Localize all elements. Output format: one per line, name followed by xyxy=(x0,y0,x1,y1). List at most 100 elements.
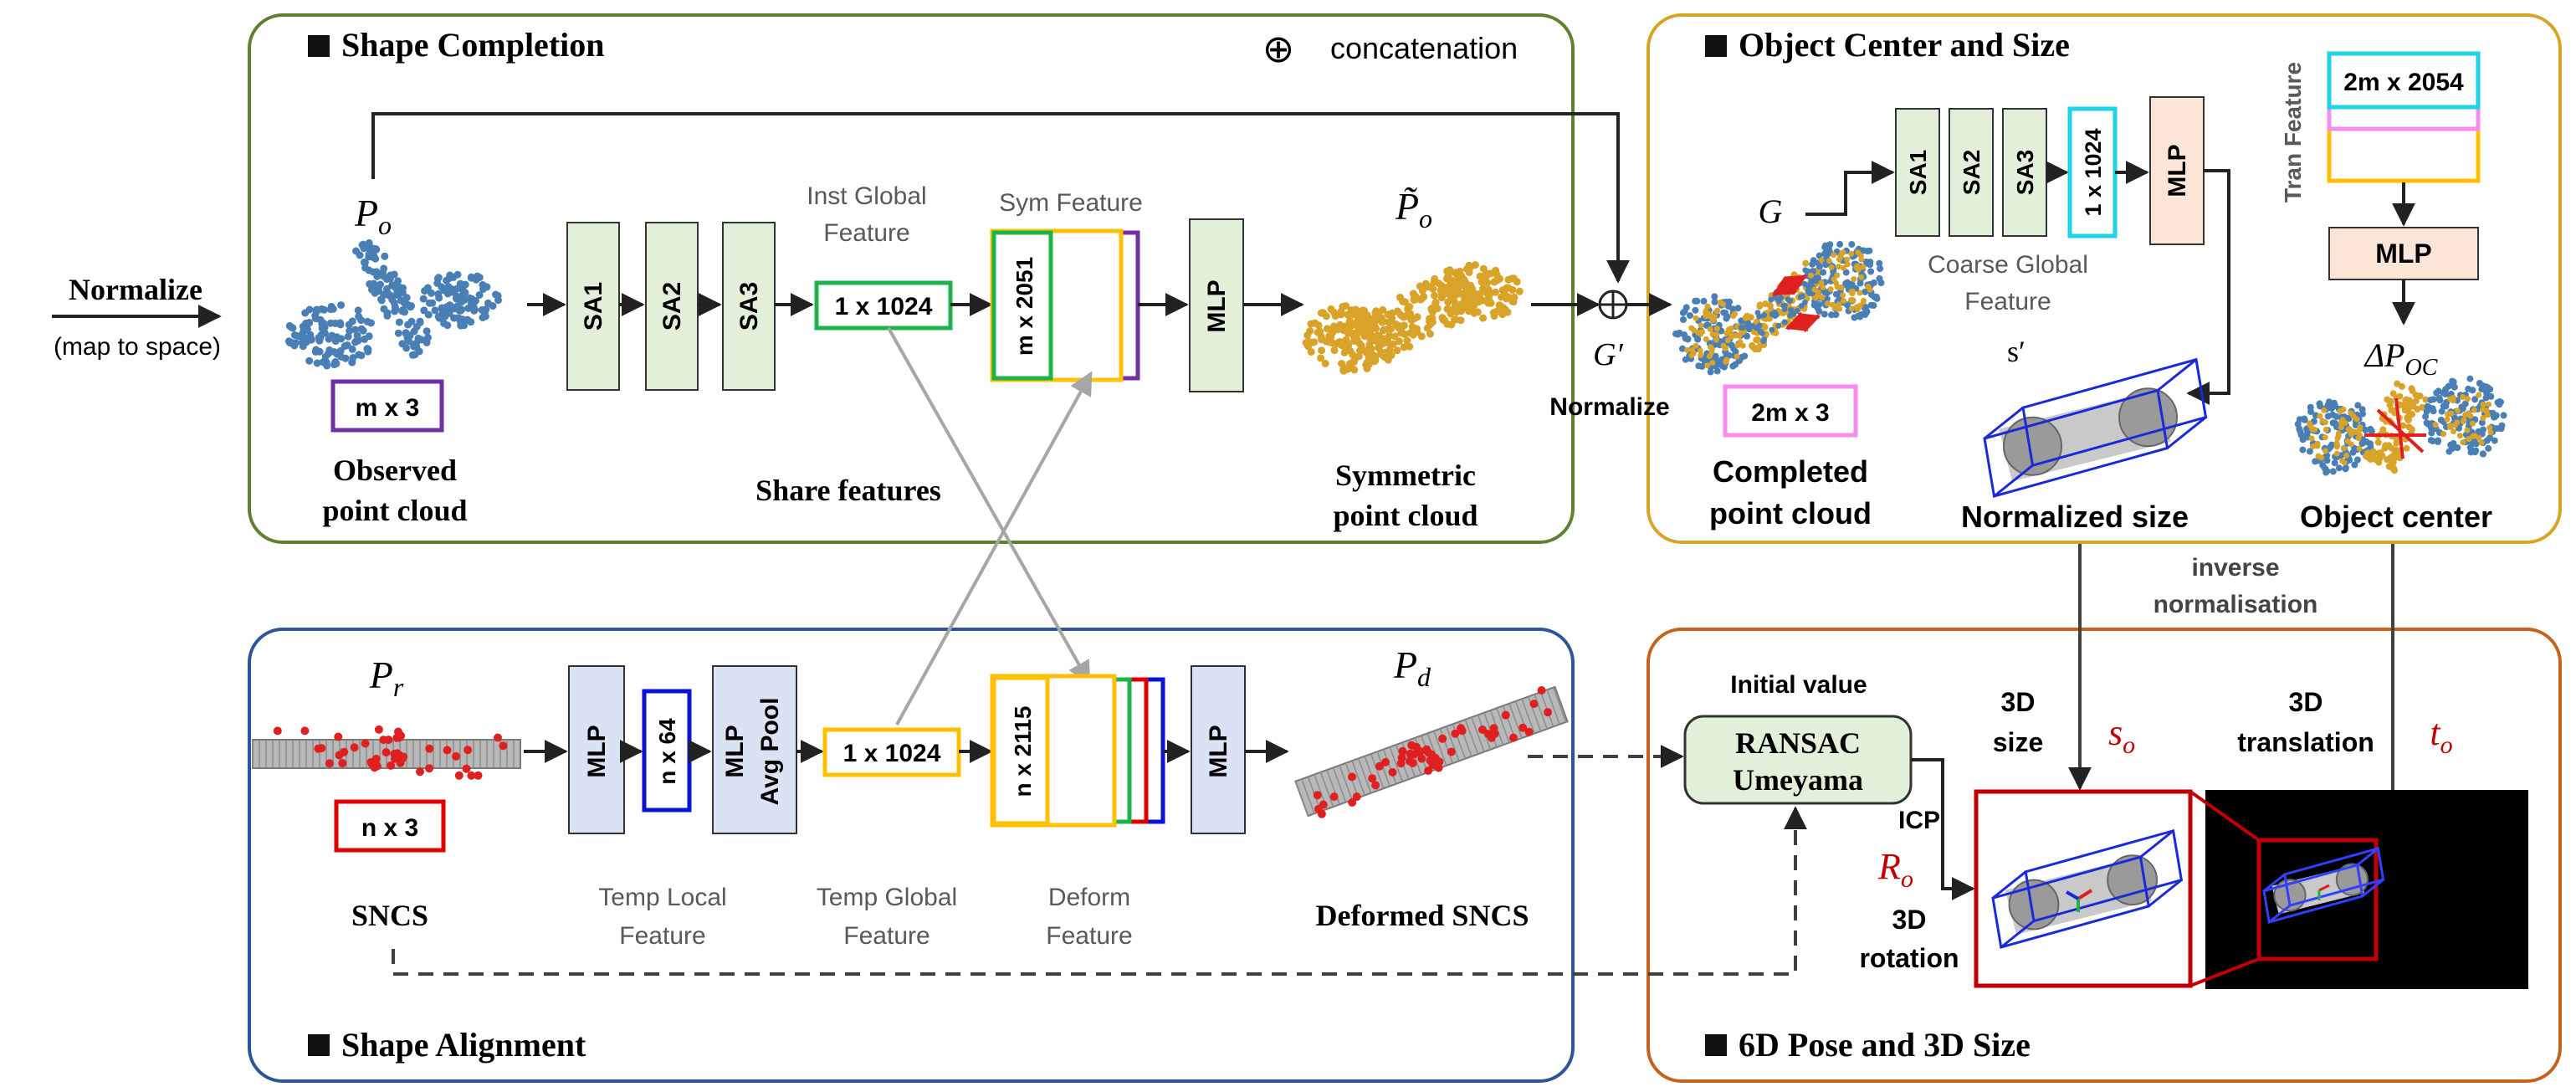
translation-3d-label-2: translation xyxy=(2237,727,2374,757)
initial-value-label: Initial value xyxy=(1730,671,1867,699)
arrow-mlp-size xyxy=(2186,169,2230,405)
svg-text:MLP: MLP xyxy=(721,725,749,777)
observed-label: Observed xyxy=(333,454,457,487)
alignment-mlp1: MLP xyxy=(568,665,625,834)
arrow-g-sa1 xyxy=(1805,161,1895,216)
svg-text:SA2: SA2 xyxy=(658,282,686,331)
svg-text:MLP: MLP xyxy=(583,725,611,777)
ransac-label: RANSAC xyxy=(1735,726,1861,760)
deformed-sncs-cloud xyxy=(1294,685,1569,818)
inst-dim-label: 1 x 1024 xyxy=(835,293,933,320)
object-center-panel xyxy=(1646,13,2562,544)
completion-sa2: SA2 xyxy=(645,222,699,391)
sym-feature-label: Sym Feature xyxy=(999,189,1143,217)
nx64-label: n x 64 xyxy=(654,718,680,785)
deformed-sncs-label: Deformed SNCS xyxy=(1316,899,1529,932)
skip-connection-arrow xyxy=(371,112,1630,284)
object-center-label: Object center xyxy=(2300,500,2492,534)
svg-text:SA2: SA2 xyxy=(1959,150,1984,195)
translation-3d-label: 3D xyxy=(2289,687,2323,717)
observed-label-2: point cloud xyxy=(322,494,467,527)
share-arrow-up xyxy=(895,371,1093,725)
temp-local-label: Temp Local xyxy=(598,884,726,911)
deform-white-box xyxy=(991,675,1050,826)
dashed-arrow-sncs-ransac xyxy=(392,806,1807,976)
delta-poc-label: ΔPOC xyxy=(2363,336,2438,381)
concatenation-legend: ⊕ concatenation xyxy=(1262,27,1518,70)
g-label: G xyxy=(1759,192,1783,230)
sncs-label: SNCS xyxy=(351,899,428,932)
share-arrow-down xyxy=(887,327,1091,685)
mx3-box xyxy=(330,379,444,433)
pose-size-panel xyxy=(1646,628,2562,1083)
center-sa1: SA1 xyxy=(1895,108,1940,237)
s-prime-label: s′ xyxy=(2007,335,2025,368)
sncs-point-cloud xyxy=(252,725,521,780)
deform-feature-label-2: Feature xyxy=(1046,922,1132,950)
tran-mlp: MLP xyxy=(2328,227,2479,280)
to-label: to xyxy=(2430,712,2452,759)
shape-alignment-panel xyxy=(248,628,1575,1083)
object-center-cloud xyxy=(2294,375,2507,476)
svg-text:SA3: SA3 xyxy=(735,282,763,331)
so-label: so xyxy=(2108,712,2135,759)
svg-text:Shape Alignment: Shape Alignment xyxy=(341,1026,586,1064)
svg-text:6D Pose and 3D Size: 6D Pose and 3D Size xyxy=(1739,1026,2031,1064)
svg-text:MLP: MLP xyxy=(1205,725,1232,777)
two-m-label: 2m x 3 xyxy=(1751,399,1829,427)
symmetric-point-cloud xyxy=(1302,261,1524,375)
sym-green-box xyxy=(991,230,1053,381)
center-sa3: SA3 xyxy=(2002,108,2047,237)
tran-pink-box xyxy=(2327,105,2481,131)
g-prime-label: G′ xyxy=(1593,337,1623,372)
deform-feature-label: Deform xyxy=(1048,884,1130,911)
completion-sa1: SA1 xyxy=(566,222,620,391)
alignment-mlp2: MLP xyxy=(1191,665,1246,834)
mx3-label: m x 3 xyxy=(356,394,420,422)
nx3-box xyxy=(334,799,446,853)
normalize-title: Normalize xyxy=(69,273,202,306)
concat-text: concatenation xyxy=(1330,31,1518,65)
symmetric-label: Symmetric xyxy=(1335,459,1476,492)
normalized-size-box-3d xyxy=(1983,357,2208,498)
svg-text:MLP: MLP xyxy=(1203,279,1231,332)
po-label: Po xyxy=(354,192,392,240)
normalized-size-label: Normalized size xyxy=(1961,500,2189,534)
completed-point-cloud xyxy=(1672,240,1885,376)
tran-feature-label: Tran Feature xyxy=(2280,62,2306,203)
svg-text:SA1: SA1 xyxy=(1905,150,1931,195)
tran-dim-label: 2m x 2054 xyxy=(2343,69,2464,96)
arrow-ransac-rotation xyxy=(1911,758,1975,900)
svg-text:MLP: MLP xyxy=(2164,144,2191,197)
share-features-label: Share features xyxy=(755,474,941,507)
nx3-label: n x 3 xyxy=(361,814,418,842)
shape-alignment-title: Shape Alignment xyxy=(308,1026,586,1064)
pd-label: Pd xyxy=(1393,643,1431,692)
svg-text:MLP: MLP xyxy=(2375,238,2432,269)
inverse-label: inverse xyxy=(2191,554,2279,582)
deform-dim-label: n x 2115 xyxy=(1010,706,1036,797)
svg-text:Avg Pool: Avg Pool xyxy=(756,698,784,806)
nx64-box xyxy=(642,689,692,813)
svg-text:SA1: SA1 xyxy=(580,282,607,331)
inverse-label-2: normalisation xyxy=(2153,591,2318,618)
size-3d-label: 3D xyxy=(2001,687,2036,717)
rotation-label-2: rotation xyxy=(1859,943,1959,973)
inst-global-label-2: Feature xyxy=(823,219,909,247)
svg-text:Shape Completion: Shape Completion xyxy=(341,26,605,64)
black-scene-image xyxy=(2189,790,2528,989)
object-center-title: Object Center and Size xyxy=(1705,26,2070,64)
shape-completion-title: Shape Completion xyxy=(308,26,605,64)
po-tilde-label: P̃o xyxy=(1395,185,1432,233)
shape-completion-panel xyxy=(248,13,1575,544)
svg-text:SA3: SA3 xyxy=(2012,150,2038,195)
temp-global-label-2: Feature xyxy=(843,922,930,950)
completion-mlp: MLP xyxy=(1189,218,1244,392)
observed-point-cloud xyxy=(284,238,502,370)
center-mlp: MLP xyxy=(2149,96,2205,245)
ro-label: Ro xyxy=(1877,846,1913,893)
center-sa2: SA2 xyxy=(1949,108,1994,237)
umeyama-label: Umeyama xyxy=(1733,763,1863,797)
size-3d-label-2: size xyxy=(1993,727,2043,757)
